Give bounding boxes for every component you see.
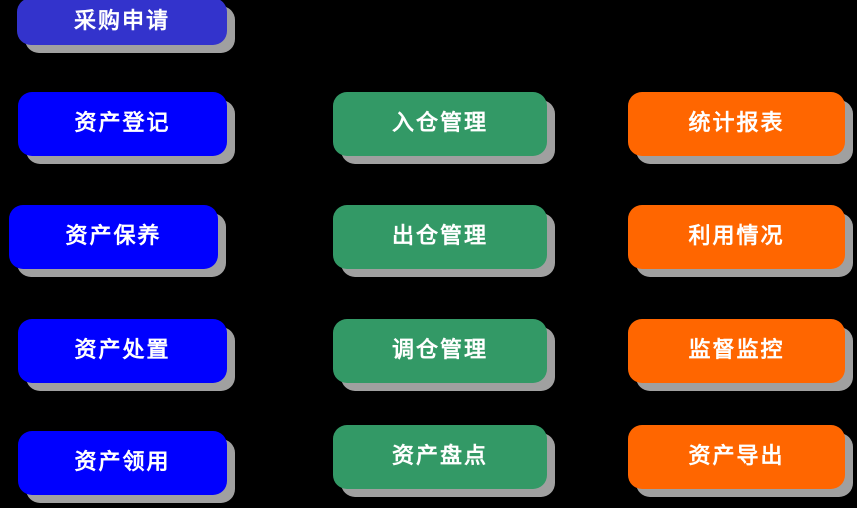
module-button-asset-disposal[interactable]: 资产处置: [18, 319, 227, 383]
module-button-statistical-reports[interactable]: 统计报表: [628, 92, 845, 156]
module-button-inbound-management[interactable]: 入仓管理: [333, 92, 547, 156]
module-button-label: 资产盘点: [391, 444, 488, 469]
module-button-asset-registration[interactable]: 资产登记: [18, 92, 227, 156]
module-button-asset-maintenance[interactable]: 资产保养: [9, 205, 218, 269]
module-button-purchase-request[interactable]: 采购申请: [17, 0, 227, 45]
module-button-label: 统计报表: [688, 111, 785, 136]
module-button-outbound-management[interactable]: 出仓管理: [333, 205, 547, 269]
module-button-transfer-management[interactable]: 调仓管理: [333, 319, 547, 383]
module-button-asset-export[interactable]: 资产导出: [628, 425, 845, 489]
module-button-label: 调仓管理: [391, 338, 488, 363]
module-button-label: 出仓管理: [391, 224, 488, 249]
module-button-label: 资产处置: [74, 338, 171, 363]
module-button-label: 资产导出: [688, 444, 785, 469]
module-button-label: 资产保养: [65, 224, 162, 249]
module-button-label: 资产登记: [74, 111, 171, 136]
module-button-asset-stocktaking[interactable]: 资产盘点: [333, 425, 547, 489]
module-button-utilization-status[interactable]: 利用情况: [628, 205, 845, 269]
module-button-asset-requisition[interactable]: 资产领用: [18, 431, 227, 495]
module-button-supervision-monitoring[interactable]: 监督监控: [628, 319, 845, 383]
module-button-label: 监督监控: [688, 338, 785, 363]
module-button-label: 资产领用: [74, 450, 171, 475]
module-button-label: 入仓管理: [391, 111, 488, 136]
module-button-label: 采购申请: [73, 8, 170, 34]
module-button-label: 利用情况: [688, 224, 785, 249]
